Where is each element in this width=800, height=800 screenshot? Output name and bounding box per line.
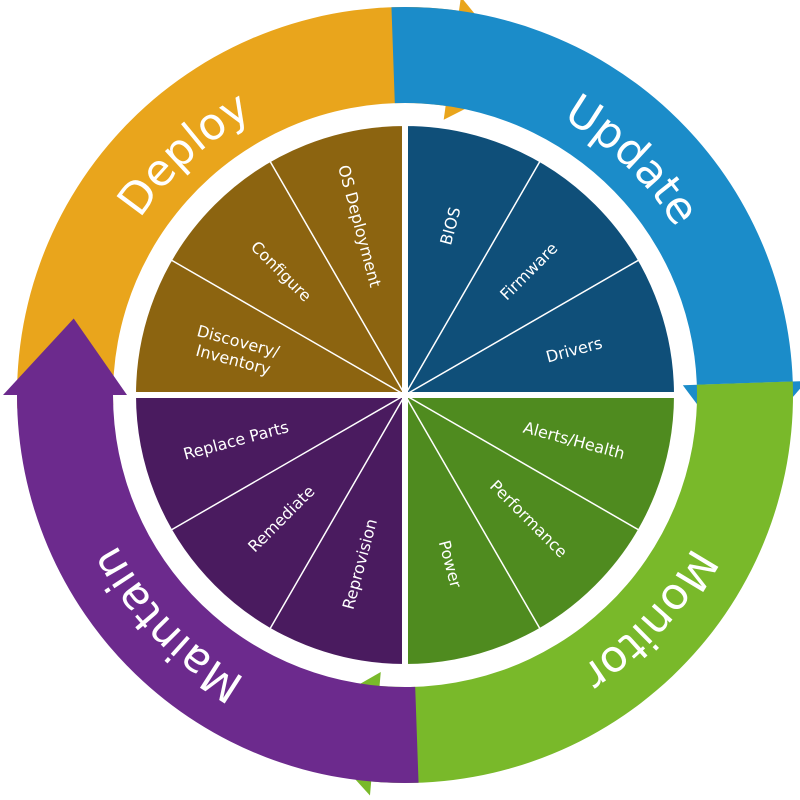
divider-line — [404, 159, 542, 396]
divider-line — [268, 394, 406, 631]
divider-line — [268, 159, 406, 396]
divider-line — [404, 394, 641, 532]
quadrant-monitor — [402, 392, 681, 671]
divider-line — [169, 394, 406, 532]
divider-line — [169, 258, 406, 396]
quadrant-deploy — [129, 119, 408, 398]
divider-line — [404, 394, 542, 631]
quadrant-maintain — [129, 392, 408, 671]
quadrant-update — [402, 119, 681, 398]
ring-arrow-maintain — [3, 318, 419, 783]
arrowhead-icon — [3, 318, 127, 395]
divider-line — [404, 258, 641, 396]
